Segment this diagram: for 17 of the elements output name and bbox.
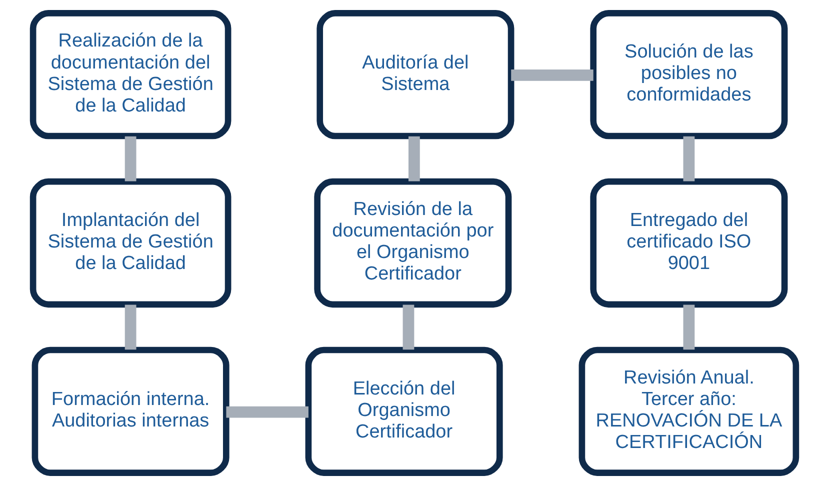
connector [124, 304, 136, 350]
connector [682, 304, 694, 350]
node-box: Auditoría del Sistema [316, 10, 514, 140]
connector [408, 136, 420, 182]
node-box: Formación interna. Auditorias internas [31, 346, 229, 476]
node-box: Elección del Organismo Certificador [304, 346, 502, 476]
node-box: Implantación del Sistema de Gestión de la Calidad [29, 178, 231, 308]
connector [682, 136, 694, 182]
node-box: Revisión Anual. Tercer año: RENOVACIÓN DE LA CERTIFICACIÓN [578, 346, 799, 476]
node-box: Realización de la documentación del Sistema de Gestión de la Calidad [29, 10, 231, 140]
connector [226, 406, 308, 418]
node-box: Entregado del certificado ISO 9001 [590, 178, 788, 308]
connector [124, 136, 136, 182]
connector [402, 304, 414, 350]
node-box: Solución de las posibles no conformidades [590, 10, 788, 140]
connector [510, 70, 593, 81]
node-box: Revisión de la documentación por el Organismo Certificador [314, 178, 512, 308]
